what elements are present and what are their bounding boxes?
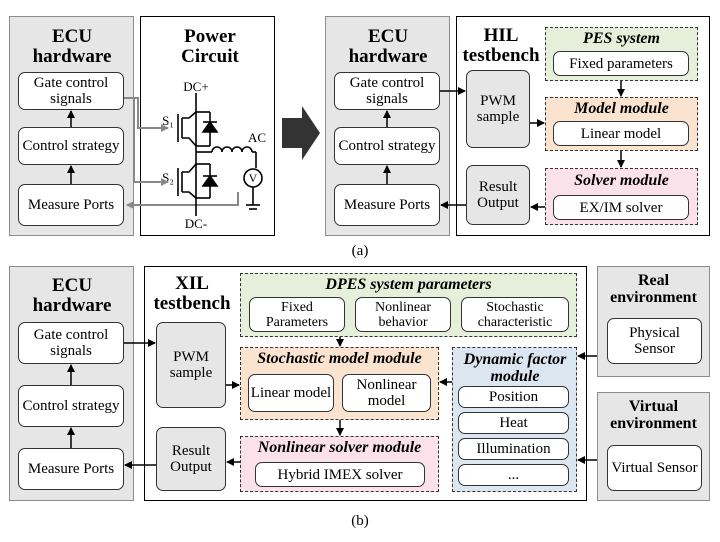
result-output-box: Result Output <box>156 427 226 491</box>
linear-model-box: Linear model <box>248 374 334 412</box>
ac-label: AC <box>247 130 267 145</box>
measure-ports-box: Measure Ports <box>18 184 124 226</box>
caption-a: (a) <box>351 243 369 259</box>
caption-b: (b) <box>351 513 369 529</box>
switch-s1-label: S₁ <box>162 113 174 128</box>
gate-control-signals-box: Gate control signals <box>334 72 440 110</box>
linear-model-box: Linear model <box>553 121 689 146</box>
stochastic-model-module-title: Stochastic model module <box>257 350 422 367</box>
measure-ports-box: Measure Ports <box>334 184 440 226</box>
pes-system-title: PES system <box>583 30 660 47</box>
ex-im-solver-box: EX/IM solver <box>553 195 689 220</box>
gate-control-signals-box: Gate control signals <box>18 322 124 364</box>
position-box: Position <box>458 386 569 408</box>
hil-testbench-title: HIL testbench <box>462 25 540 66</box>
half-bridge-circuit <box>177 93 263 216</box>
nonlinear-model-box: Nonlinear model <box>342 374 431 412</box>
gate-signal-line-s2 <box>124 97 169 186</box>
measure-line <box>126 192 239 209</box>
physical-sensor-box: Physical Sensor <box>607 318 702 364</box>
control-strategy-box: Control strategy <box>18 127 124 165</box>
dc-minus-label: DC- <box>184 216 208 231</box>
switch-s2-label: S₂ <box>162 170 174 185</box>
stochastic-characteristic-box: Stochastic characteristic <box>461 297 569 332</box>
xil-testbench-title: XIL testbench <box>153 273 231 314</box>
heat-box: Heat <box>458 412 569 434</box>
measure-ports-box: Measure Ports <box>18 448 124 490</box>
gate-signal-line-s1 <box>124 97 169 132</box>
gate-control-signals-box: Gate control signals <box>18 72 124 110</box>
model-module-title: Model module <box>574 100 669 117</box>
nonlinear-solver-module-title: Nonlinear solver module <box>257 439 422 456</box>
ecu-hardware-title: ECU hardware <box>348 26 428 67</box>
virtual-environment-title: Virtual environment <box>610 398 697 432</box>
illumination-box: Illumination <box>458 438 569 460</box>
pwm-sample-box: PWM sample <box>156 322 226 408</box>
fixed-parameters-box: Fixed parameters <box>553 51 689 76</box>
pwm-sample-box: PWM sample <box>466 70 530 148</box>
power-circuit-title: Power Circuit <box>181 26 239 67</box>
ellipsis-box: ... <box>458 464 569 486</box>
voltmeter-label: V <box>248 171 258 185</box>
virtual-sensor-box: Virtual Sensor <box>607 445 702 491</box>
result-output-box: Result Output <box>466 165 530 225</box>
real-environment-title: Real environment <box>610 272 697 306</box>
control-strategy-box: Control strategy <box>18 385 124 427</box>
dpes-system-parameters-title: DPES system parameters <box>325 276 492 293</box>
ecu-hardware-title: ECU hardware <box>32 275 112 316</box>
fixed-parameters-box: Fixed Parameters <box>249 297 345 332</box>
solver-module-title: Solver module <box>574 172 669 189</box>
transition-arrow <box>282 106 320 160</box>
ecu-hardware-title: ECU hardware <box>32 26 112 67</box>
nonlinear-behavior-box: Nonlinear behavior <box>355 297 451 332</box>
control-strategy-box: Control strategy <box>334 127 440 165</box>
hybrid-imex-solver-box: Hybrid IMEX solver <box>255 462 425 487</box>
dc-plus-label: DC+ <box>183 79 209 94</box>
dynamic-factor-module-title: Dynamic factor module <box>463 351 567 385</box>
